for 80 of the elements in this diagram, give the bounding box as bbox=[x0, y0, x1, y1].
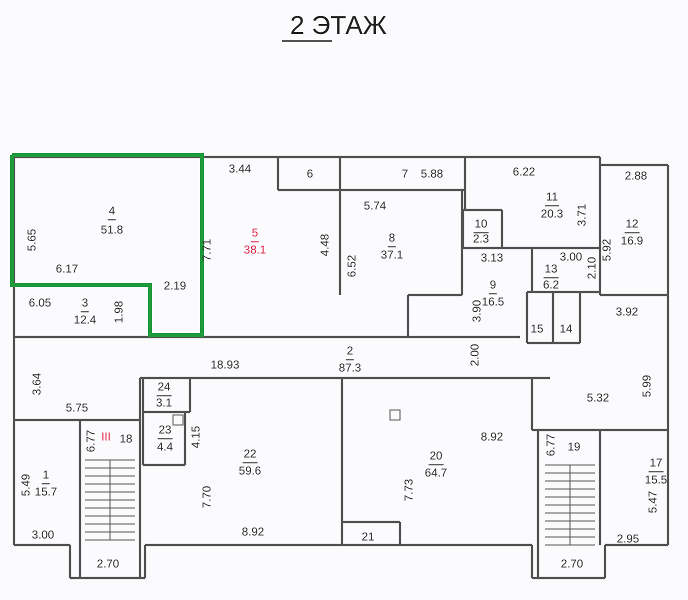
room-number: 10 bbox=[474, 219, 488, 233]
room-number: 6 bbox=[306, 169, 314, 181]
dimension-label: 6.17 bbox=[56, 264, 78, 276]
dimension-label: 5.88 bbox=[420, 169, 444, 181]
stair-mark: III bbox=[101, 432, 111, 444]
room-number: 4 bbox=[108, 206, 116, 220]
dimension-label: 5.74 bbox=[364, 201, 386, 213]
dimension-label: 2.10 bbox=[587, 256, 599, 280]
room-number: 2 bbox=[346, 346, 354, 360]
room-number: 22 bbox=[242, 449, 258, 463]
dimension-label: 4.15 bbox=[191, 426, 203, 448]
dimension-label: 6.77 bbox=[546, 434, 558, 456]
room-number: 8 bbox=[388, 233, 396, 247]
room-area: 15.5 bbox=[644, 475, 668, 487]
dimension-label: 5.92 bbox=[602, 238, 614, 262]
room-area: 4.4 bbox=[157, 442, 173, 454]
dimension-label: 6.77 bbox=[86, 430, 98, 452]
dimension-label: 6.52 bbox=[347, 254, 359, 278]
dimension-label: 7.71 bbox=[202, 238, 214, 262]
dimension-label: 4.48 bbox=[320, 234, 332, 256]
room-number: 18 bbox=[120, 434, 132, 446]
dimension-label: 5.32 bbox=[586, 393, 610, 405]
room-number: 12 bbox=[624, 219, 640, 233]
room-number: 13 bbox=[544, 264, 558, 278]
dimension-label: 18.93 bbox=[210, 360, 240, 372]
room-area: 87.3 bbox=[338, 363, 362, 375]
room-number: 19 bbox=[568, 442, 580, 454]
floor-title: 2 ЭТАЖ bbox=[290, 12, 387, 38]
room-number: 7 bbox=[402, 169, 408, 181]
dimension-label: 2.19 bbox=[164, 281, 186, 293]
room-area: 37.1 bbox=[380, 250, 404, 262]
dimension-label: 3.44 bbox=[228, 164, 252, 176]
room-area: 3.1 bbox=[156, 398, 172, 410]
dimension-label: 3.64 bbox=[32, 372, 44, 396]
dimension-label: 3.00 bbox=[560, 252, 582, 264]
room-area: 16.9 bbox=[620, 236, 644, 248]
dimension-label: 7.70 bbox=[202, 486, 214, 508]
room-number: 21 bbox=[362, 532, 374, 544]
room-number: 17 bbox=[648, 458, 664, 472]
dimension-label: 3.90 bbox=[472, 300, 484, 322]
room-number: 1 bbox=[42, 470, 50, 484]
room-area: 15.7 bbox=[34, 487, 58, 499]
room-area: 38.1 bbox=[244, 245, 266, 257]
room-number: 11 bbox=[545, 192, 559, 206]
dimension-label: 8.92 bbox=[480, 432, 504, 444]
room-area: 20.3 bbox=[540, 209, 564, 221]
dimension-label: 2.95 bbox=[616, 534, 640, 546]
dimension-label: 5.99 bbox=[642, 374, 654, 398]
dimension-label: 7.73 bbox=[404, 478, 416, 502]
room-area: 16.5 bbox=[482, 297, 504, 309]
room-area: 6.2 bbox=[543, 280, 559, 292]
room-number: 15 bbox=[530, 324, 544, 336]
room-area: 64.7 bbox=[424, 468, 448, 480]
dimension-label: 2.00 bbox=[470, 344, 482, 366]
dimension-label: 5.49 bbox=[21, 474, 33, 496]
room-number: 9 bbox=[488, 280, 498, 294]
dimension-label: 8.92 bbox=[242, 527, 264, 539]
room-area: 59.6 bbox=[238, 466, 262, 478]
dimension-label: 5.65 bbox=[27, 228, 39, 252]
dimension-label: 3.92 bbox=[616, 307, 638, 319]
room-number: 3 bbox=[80, 298, 90, 312]
dimension-label: 1.98 bbox=[114, 300, 126, 324]
dimension-label: 3.00 bbox=[32, 530, 54, 542]
dimension-label: 2.70 bbox=[96, 559, 120, 571]
room-area: 51.8 bbox=[100, 225, 124, 237]
room-number: 5 bbox=[250, 228, 260, 242]
dimension-label: 3.13 bbox=[480, 253, 504, 265]
dimension-label: 3.71 bbox=[577, 204, 589, 226]
dimension-label: 6.22 bbox=[512, 167, 536, 179]
room-area: 12.4 bbox=[74, 315, 96, 327]
room-number: 20 bbox=[428, 451, 444, 465]
dimension-label: 5.75 bbox=[66, 403, 88, 415]
room-number: 23 bbox=[158, 425, 172, 439]
dimension-label: 2.70 bbox=[560, 559, 584, 571]
dimension-label: 5.47 bbox=[648, 490, 660, 514]
room-number: 24 bbox=[156, 382, 172, 396]
dimension-label: 6.05 bbox=[28, 298, 52, 310]
dimension-label: 2.88 bbox=[624, 171, 648, 183]
room-area: 2.3 bbox=[473, 234, 489, 246]
room-number: 14 bbox=[560, 324, 572, 336]
